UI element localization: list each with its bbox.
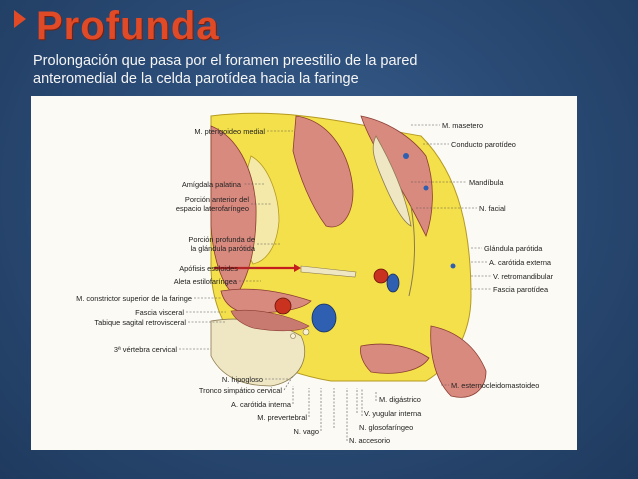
slide-title: Profunda bbox=[36, 4, 220, 48]
label-medial-pterygoid: M. pterigoideo medial bbox=[194, 127, 265, 136]
label-parotid-fascia: Fascia parotídea bbox=[493, 285, 549, 294]
label-glossopharyngeal: N. glosofaríngeo bbox=[359, 423, 413, 432]
label-superior-constrictor: M. constrictor superior de la faringe bbox=[76, 294, 192, 303]
hypoglossal-nerve bbox=[290, 333, 296, 339]
label-mandible: Mandíbula bbox=[469, 178, 504, 187]
label-internal-jugular: V. yugular interna bbox=[364, 409, 422, 418]
anatomy-illustration: M. pterigoideo medial Amígdala palatina … bbox=[76, 112, 554, 445]
internal-jugular-vein bbox=[311, 303, 337, 333]
label-sternocleidomastoid: M. esternocleidomastoideo bbox=[451, 381, 539, 390]
styloid-process bbox=[300, 265, 357, 278]
sternocleidomastoid-muscle bbox=[430, 325, 487, 398]
label-retromandibular-vein: V. retromandibular bbox=[493, 272, 554, 281]
small-vein-2 bbox=[423, 185, 429, 191]
label-third-cervical-vertebra: 3ª vértebra cervical bbox=[114, 345, 177, 354]
label-parotid-duct: Conducto parotídeo bbox=[451, 140, 516, 149]
label-sympathetic-trunk: Tronco simpático cervical bbox=[199, 386, 282, 395]
slide-subtitle: Prolongación que pasa por el foramen pre… bbox=[33, 52, 593, 88]
label-visceral-fascia: Fascia visceral bbox=[135, 308, 184, 317]
anatomy-figure: M. pterigoideo medial Amígdala palatina … bbox=[31, 96, 577, 450]
label-lateropharyngeal-2: espacio laterofaríngeo bbox=[176, 204, 249, 213]
vagus-nerve bbox=[302, 328, 310, 336]
mandible bbox=[372, 135, 412, 227]
small-vein-1 bbox=[403, 153, 409, 159]
label-palatine-tonsil: Amígdala palatina bbox=[182, 180, 242, 189]
label-digastric: M. digástrico bbox=[379, 395, 421, 404]
label-stylopharyngeal-wing: Aleta estilofaríngea bbox=[174, 277, 238, 286]
label-facial-nerve: N. facial bbox=[479, 204, 506, 213]
subtitle-line-1: Prolongación que pasa por el foramen pre… bbox=[33, 53, 418, 69]
retromandibular-vein bbox=[386, 273, 400, 293]
small-vein-3 bbox=[450, 263, 456, 269]
digastric-muscle bbox=[360, 343, 430, 374]
label-masseter: M. masetero bbox=[442, 121, 483, 130]
label-styloid-process: Apófisis estiloides bbox=[179, 264, 238, 273]
label-lateropharyngeal-1: Porción anterior del bbox=[185, 195, 249, 204]
prevertebral-muscle bbox=[230, 309, 310, 332]
subtitle-line-2: anteromedial de la celda parotídea hacia… bbox=[33, 71, 359, 87]
arrow-head-icon bbox=[294, 264, 301, 272]
label-parotid-gland: Glándula parótida bbox=[484, 244, 543, 253]
internal-carotid-artery bbox=[274, 297, 292, 315]
label-vagus-nerve: N. vago bbox=[294, 427, 319, 436]
label-deep-parotid-1: Porción profunda de bbox=[188, 235, 255, 244]
label-deep-parotid-2: la glándula parótida bbox=[190, 244, 255, 253]
pharynx-wall bbox=[210, 125, 257, 297]
bullet-arrow-icon bbox=[14, 10, 26, 28]
label-accessory-nerve: N. accesorio bbox=[349, 436, 390, 445]
medial-pterygoid-muscle bbox=[292, 115, 354, 228]
label-hypoglossal-nerve: N. hipogloso bbox=[222, 375, 263, 384]
external-carotid-artery bbox=[373, 268, 389, 284]
label-internal-carotid: A. carótida interna bbox=[231, 400, 292, 409]
label-prevertebral-muscle: M. prevertebral bbox=[257, 413, 307, 422]
label-retrovisceral-septum: Tabique sagital retrovisceral bbox=[94, 318, 186, 327]
label-external-carotid: A. carótida externa bbox=[489, 258, 552, 267]
facial-nerve bbox=[408, 205, 415, 297]
